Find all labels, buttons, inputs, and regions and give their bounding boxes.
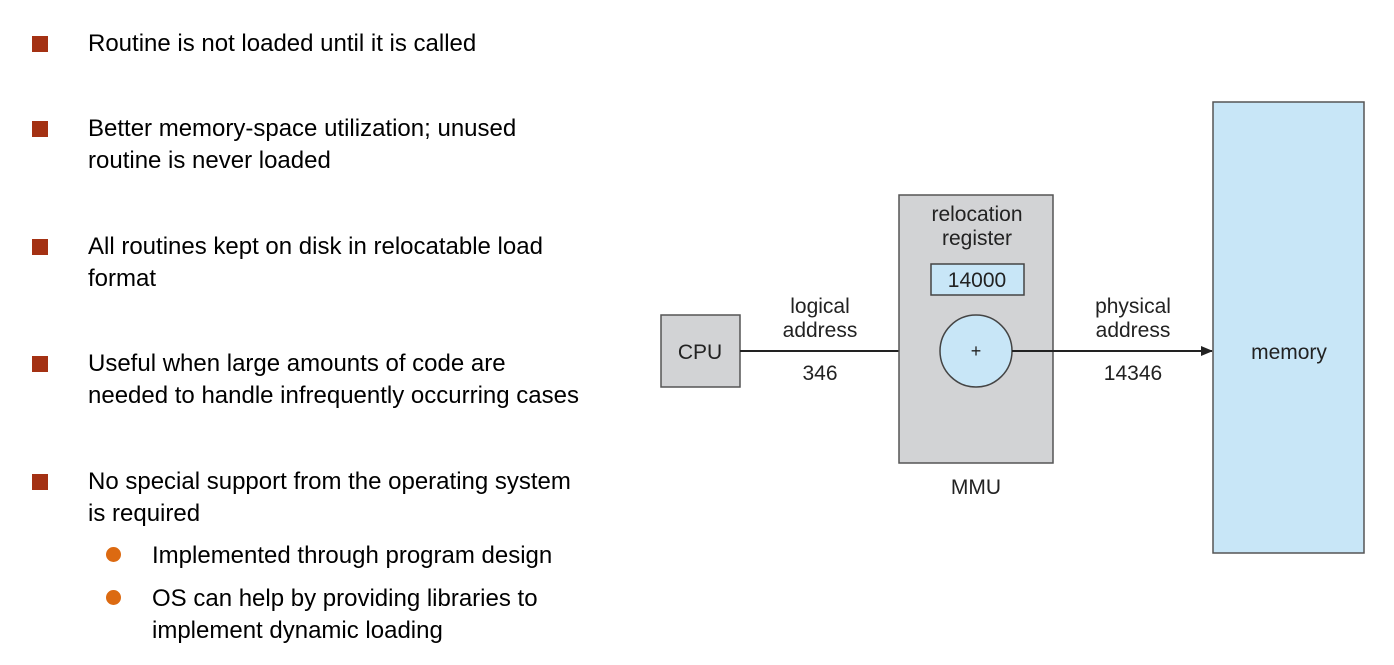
bullet-list: Routine is not loaded until it is called… — [0, 0, 650, 665]
bullet-line: Routine is not loaded until it is called — [88, 30, 477, 57]
bullet-item: Better memory-space utilization; unused … — [88, 113, 516, 177]
sub-bullet-line: OS can help by providing libraries to — [152, 585, 538, 612]
sub-bullet-dot-icon — [106, 590, 121, 605]
relocation-register-label-line2: register — [942, 227, 1012, 250]
bullet-square-icon — [32, 474, 48, 490]
physical-address-value: 14346 — [1104, 362, 1162, 385]
bullet-line: needed to handle infrequently occurring … — [88, 382, 579, 409]
physical-address-label-line2: address — [1096, 319, 1171, 342]
bullet-line: All routines kept on disk in relocatable… — [88, 233, 543, 260]
bullet-line: No special support from the operating sy… — [88, 468, 571, 495]
relocation-register-value: 14000 — [948, 269, 1006, 292]
sub-bullet-line: Implemented through program design — [152, 542, 553, 569]
sub-bullet-line: implement dynamic loading — [152, 617, 443, 644]
sub-bullet-dot-icon — [106, 547, 121, 562]
bullet-item: Useful when large amounts of code are ne… — [88, 348, 579, 412]
bullet-line: format — [88, 265, 157, 292]
bullet-line: routine is never loaded — [88, 147, 331, 174]
bullet-line: Useful when large amounts of code are — [88, 350, 506, 377]
cpu-label: CPU — [678, 341, 722, 364]
mmu-label: MMU — [951, 476, 1001, 499]
logical-address-label-line1: logical — [790, 295, 850, 318]
physical-address-label-line1: physical — [1095, 295, 1171, 318]
sub-bullet-item: OS can help by providing libraries to im… — [152, 583, 538, 647]
memory-label: memory — [1251, 341, 1327, 364]
relocation-register-label-line1: relocation — [931, 203, 1022, 226]
bullet-line: is required — [88, 500, 201, 527]
bullet-item: All routines kept on disk in relocatable… — [88, 231, 543, 295]
relocation-register-box — [930, 263, 1025, 296]
bullet-item: No special support from the operating sy… — [88, 466, 571, 530]
memory-box — [1212, 101, 1365, 554]
bullet-square-icon — [32, 239, 48, 255]
bullet-item: Routine is not loaded until it is called — [88, 28, 476, 60]
bullet-square-icon — [32, 121, 48, 137]
bullet-line: Better memory-space utilization; unused — [88, 115, 517, 142]
sub-bullet-item: Implemented through program design — [152, 540, 552, 572]
cpu-box — [660, 314, 741, 388]
adder-plus-icon: + — [971, 341, 982, 361]
logical-address-value: 346 — [802, 362, 837, 385]
bullet-square-icon — [32, 356, 48, 372]
logical-address-label-line2: address — [783, 319, 858, 342]
bullet-square-icon — [32, 36, 48, 52]
